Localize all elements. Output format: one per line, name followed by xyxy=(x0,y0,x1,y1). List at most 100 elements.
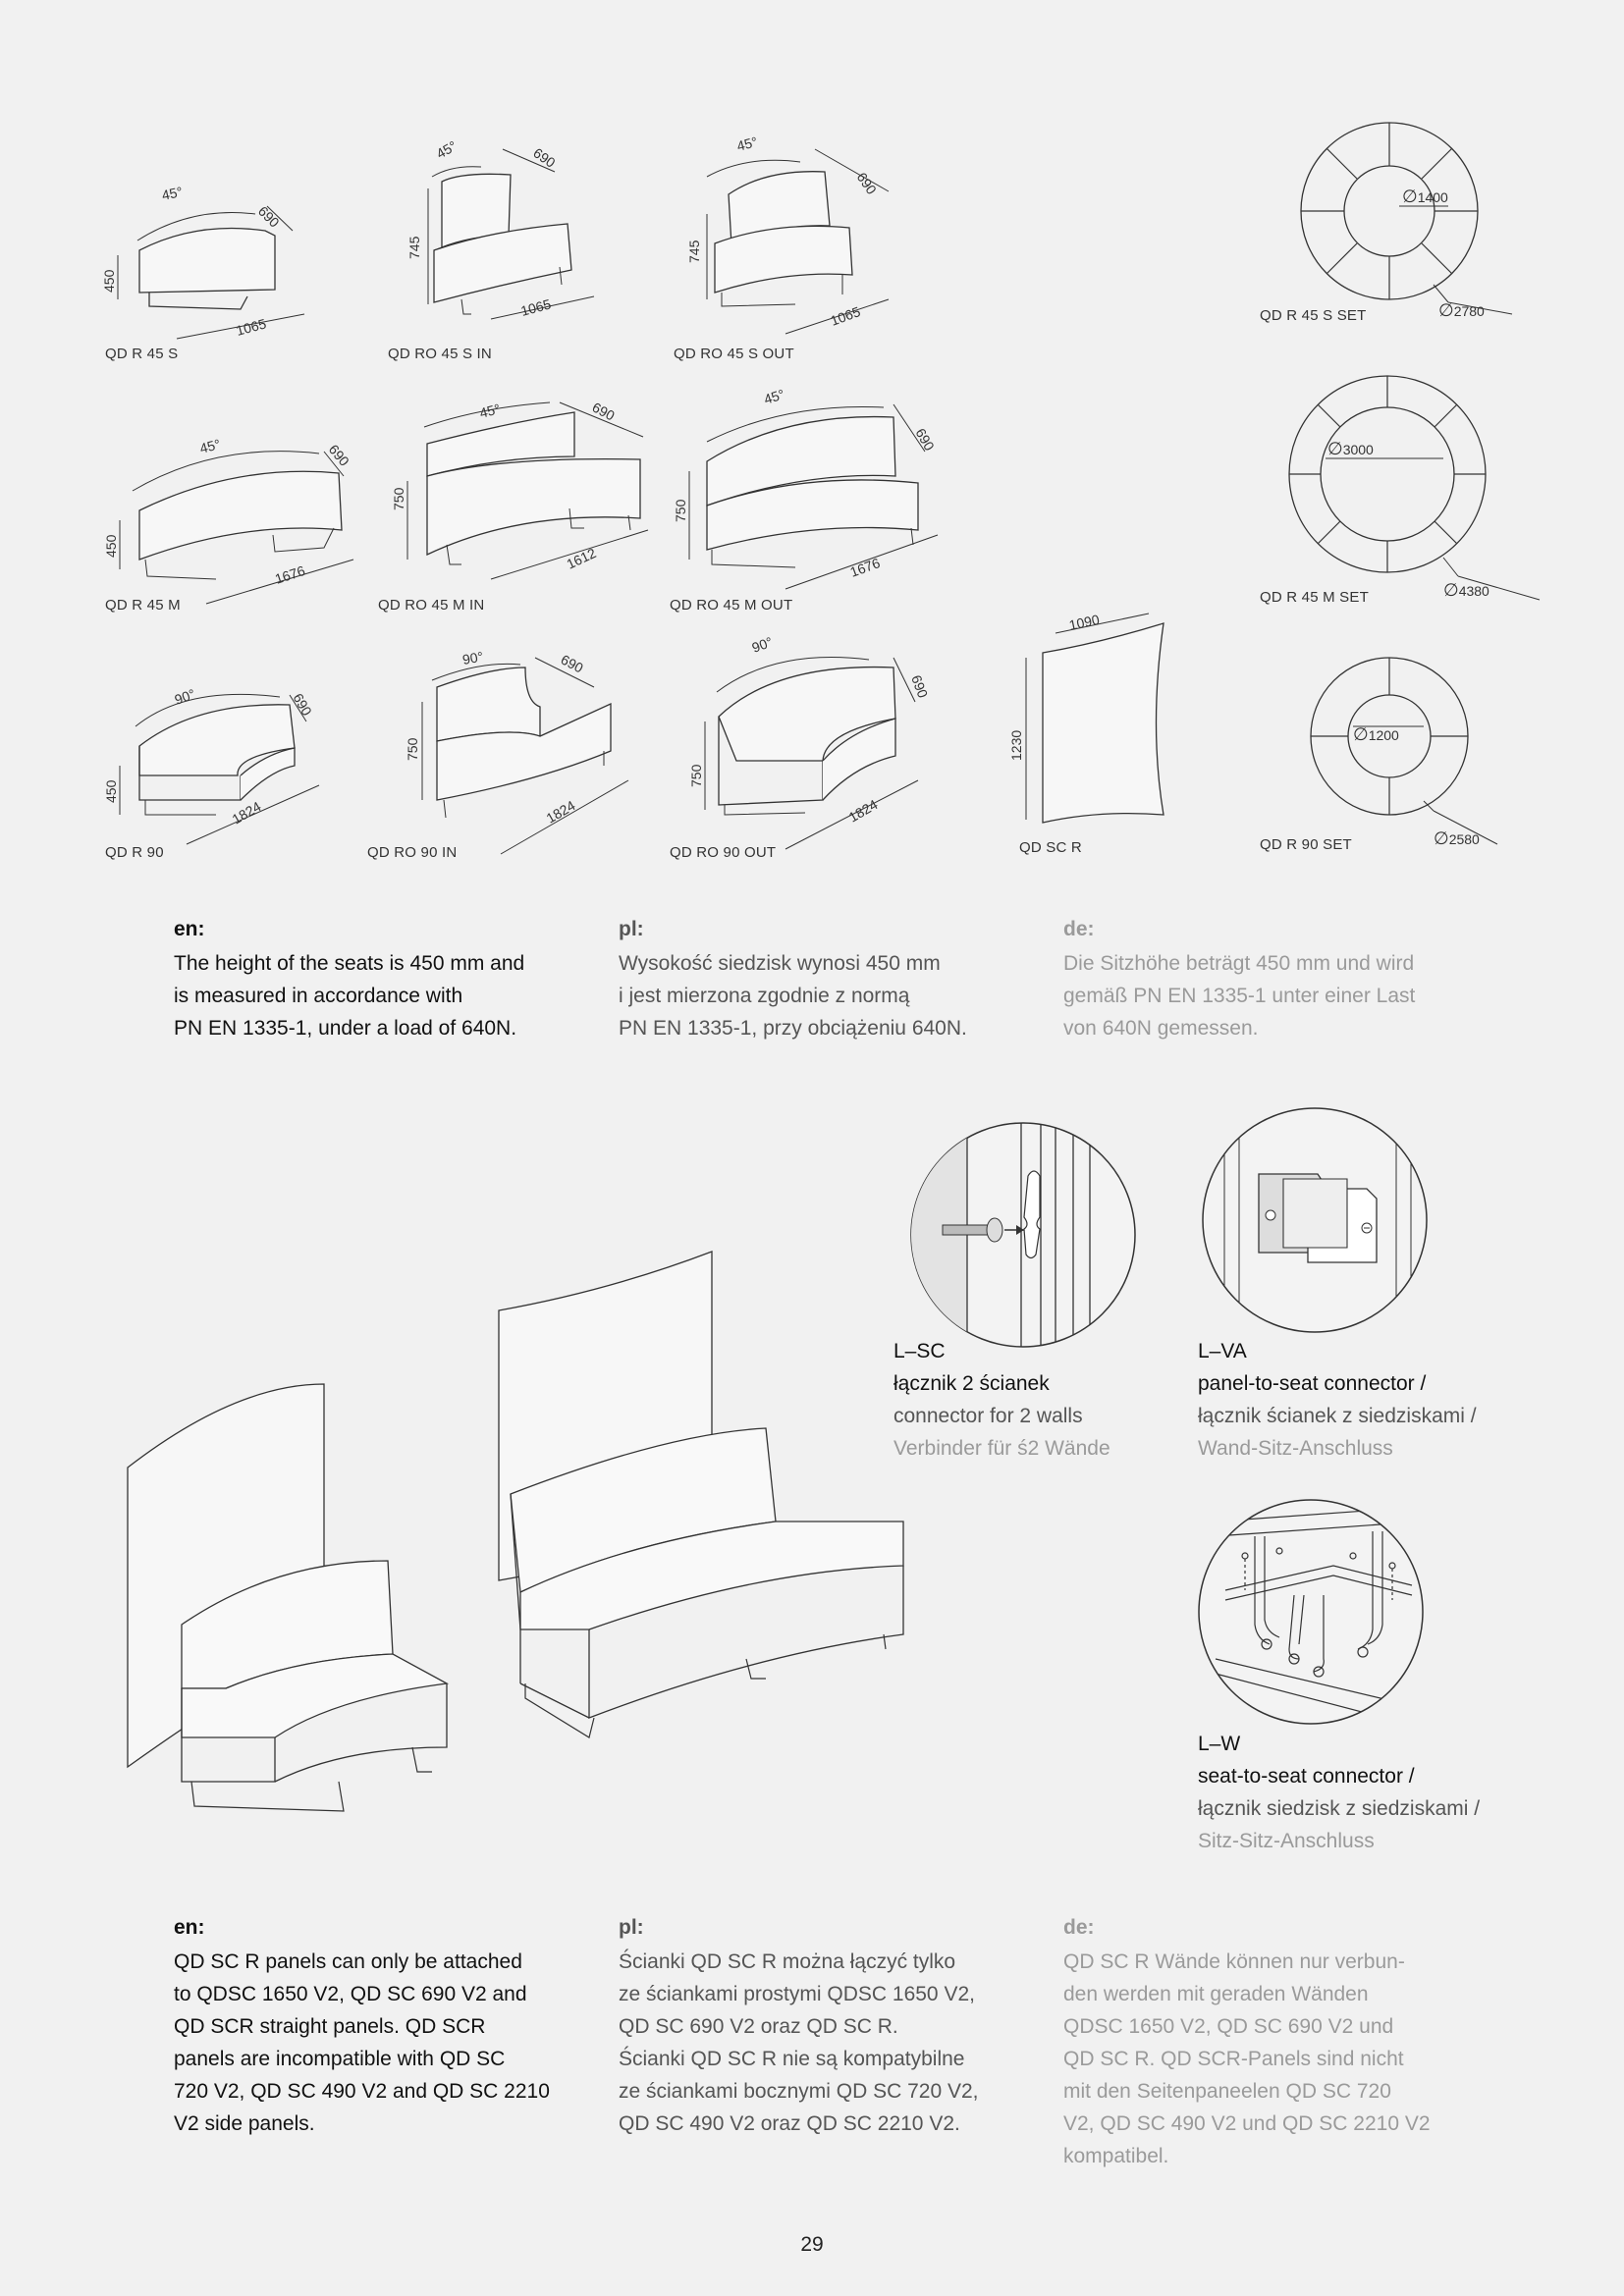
product-label: QD R 45 M xyxy=(105,597,181,614)
angle-label: 90° xyxy=(750,634,775,656)
drawing-qd-ro-90-in: 90° 690 750 1824 xyxy=(405,649,648,859)
seat-height-note-pl: pl: Wysokość siedzisk wynosi 450 mm i je… xyxy=(619,918,1031,1044)
drawing-qd-ro-45-s-out: 45° 690 745 1065 xyxy=(686,133,903,363)
drawing-qd-r-90: 90° 690 450 1824 xyxy=(103,686,334,854)
angle-label: 45° xyxy=(160,184,184,203)
illustration-seating-with-panels xyxy=(118,1237,923,1826)
connector-name-pl: łącznik siedzisk z siedziskami / xyxy=(1198,1797,1481,1820)
page-number: 29 xyxy=(800,2233,824,2256)
note-text: The height of the seats is 450 mm and is… xyxy=(174,952,525,1040)
height-label: 750 xyxy=(688,764,704,787)
length-label: 1676 xyxy=(273,562,307,587)
inner-diameter-label: ∅1400 xyxy=(1402,187,1448,206)
product-label: QD RO 90 OUT xyxy=(670,844,777,861)
note-text: Die Sitzhöhe beträgt 450 mm und wird gem… xyxy=(1063,952,1416,1040)
height-label: 450 xyxy=(103,534,119,558)
angle-label: 90° xyxy=(461,649,485,667)
outer-diameter-label: ∅4380 xyxy=(1443,580,1489,600)
product-label: QD RO 45 S OUT xyxy=(674,346,794,362)
lang-head: pl: xyxy=(619,1916,644,1939)
product-label: QD RO 45 M IN xyxy=(378,597,485,614)
connector-name-en: panel-to-seat connector / xyxy=(1198,1372,1427,1395)
height-label: 1230 xyxy=(1008,730,1024,761)
drawing-qd-sc-r: 1090 1230 xyxy=(1008,612,1188,844)
height-label: 750 xyxy=(673,499,688,522)
drawing-qd-r-45-s: 45° 690 450 1065 xyxy=(101,184,314,363)
inner-diameter-label: ∅3000 xyxy=(1327,439,1374,458)
note-text: Ścianki QD SC R można łączyć tylko ze śc… xyxy=(619,1950,979,2135)
angle-label: 45° xyxy=(478,400,503,421)
outer-diameter-label: ∅2580 xyxy=(1434,828,1480,848)
length-label: 1824 xyxy=(230,798,264,828)
product-label: QD R 90 xyxy=(105,844,164,861)
angle-label: 45° xyxy=(434,137,460,161)
depth-label: 690 xyxy=(530,144,558,171)
lang-head: de: xyxy=(1063,918,1095,940)
connector-code: L–SC xyxy=(893,1340,946,1362)
lang-head: en: xyxy=(174,918,205,940)
drawing-qd-ro-45-s-in: 45° 690 745 1065 xyxy=(406,137,619,363)
connector-code: L–VA xyxy=(1198,1340,1247,1362)
width-label: 1090 xyxy=(1067,612,1101,633)
height-label: 750 xyxy=(405,737,420,761)
height-label: 450 xyxy=(103,779,119,803)
connector-code: L–W xyxy=(1198,1733,1241,1755)
panel-note-pl: pl: Ścianki QD SC R można łączyć tylko z… xyxy=(619,1916,1031,2140)
product-label: QD RO 45 M OUT xyxy=(670,597,793,614)
depth-label: 690 xyxy=(255,203,283,231)
depth-label: 690 xyxy=(908,673,931,701)
connector-l-w: L–W seat-to-seat connector / łącznik sie… xyxy=(1198,1728,1522,1857)
connector-name-pl: łącznik 2 ścianek xyxy=(893,1372,1050,1395)
length-label: 1676 xyxy=(848,555,883,580)
product-label: QD R 45 M SET xyxy=(1260,589,1369,606)
height-label: 450 xyxy=(101,269,117,293)
connector-l-va: L–VA panel-to-seat connector / łącznik ś… xyxy=(1198,1335,1522,1465)
drawing-qd-r-45-m: 45° 690 450 1676 xyxy=(103,436,353,609)
product-label: QD RO 90 IN xyxy=(367,844,458,861)
lang-head: pl: xyxy=(619,918,644,940)
product-label: QD R 45 S xyxy=(105,346,179,362)
angle-label: 45° xyxy=(735,133,760,154)
panel-note-de: de: QD SC R Wände können nur verbun- den… xyxy=(1063,1916,1476,2172)
depth-label: 690 xyxy=(326,442,352,469)
connector-l-sc: L–SC łącznik 2 ścianek connector for 2 w… xyxy=(893,1335,1188,1465)
depth-label: 690 xyxy=(912,426,938,454)
note-text: QD SC R Wände können nur verbun- den wer… xyxy=(1063,1950,1431,2167)
drawing-qd-ro-90-out: 90° 690 750 1824 xyxy=(688,634,931,859)
lang-head: en: xyxy=(174,1916,205,1939)
lang-head: de: xyxy=(1063,1916,1095,1939)
depth-label: 690 xyxy=(290,691,315,719)
product-label: QD RO 45 S IN xyxy=(388,346,492,362)
connector-name-de: Sitz-Sitz-Anschluss xyxy=(1198,1830,1375,1852)
length-label: 1612 xyxy=(565,545,599,572)
diagram-qd-r-90-set: ∅1200 ∅2580 xyxy=(1276,656,1532,848)
angle-label: 45° xyxy=(762,386,786,407)
diagram-qd-r-45-s-set: ∅1400 ∅2780 xyxy=(1276,108,1532,320)
depth-label: 690 xyxy=(590,400,618,424)
detail-l-w xyxy=(1196,1497,1432,1733)
connector-name-de: Verbinder für ś2 Wände xyxy=(893,1437,1110,1460)
product-label: QD SC R xyxy=(1019,839,1082,856)
product-label: QD R 45 S SET xyxy=(1260,307,1367,324)
panel-note-en: en: QD SC R panels can only be attached … xyxy=(174,1916,586,2140)
connector-name-de: Wand-Sitz-Anschluss xyxy=(1198,1437,1393,1460)
height-label: 745 xyxy=(686,240,702,263)
connector-name-en: connector for 2 walls xyxy=(893,1405,1083,1427)
height-label: 745 xyxy=(406,236,422,259)
diagram-qd-r-45-m-set: ∅3000 ∅4380 xyxy=(1257,368,1551,614)
connector-name-pl: łącznik ścianek z siedziskami / xyxy=(1198,1405,1477,1427)
note-text: Wysokość siedzisk wynosi 450 mm i jest m… xyxy=(619,952,967,1040)
depth-label: 690 xyxy=(559,652,586,676)
angle-label: 45° xyxy=(198,436,223,456)
length-label: 1065 xyxy=(519,295,553,319)
detail-l-sc xyxy=(908,1119,1144,1355)
note-text: QD SC R panels can only be attached to Q… xyxy=(174,1950,550,2135)
angle-label: 90° xyxy=(173,686,197,708)
length-label: 1065 xyxy=(235,315,268,339)
length-label: 1824 xyxy=(846,796,881,826)
height-label: 750 xyxy=(391,487,406,510)
length-label: 1065 xyxy=(829,303,863,329)
product-label: QD R 90 SET xyxy=(1260,836,1352,853)
seat-height-note-en: en: The height of the seats is 450 mm an… xyxy=(174,918,586,1044)
connector-name-en: seat-to-seat connector / xyxy=(1198,1765,1415,1788)
